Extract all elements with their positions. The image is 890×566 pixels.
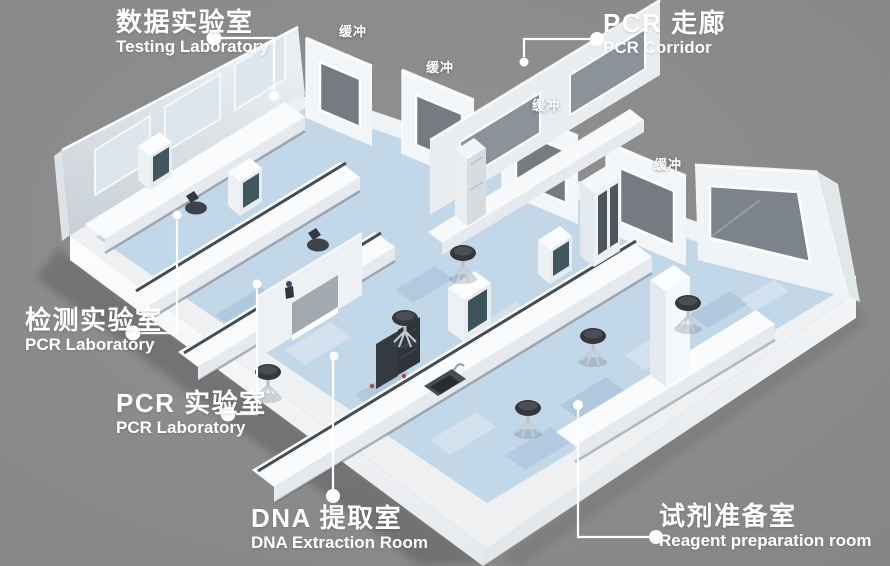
label-pcr-corridor-en: PCR Corridor [603, 38, 712, 58]
buffer-label-1: 缓冲 [339, 24, 368, 39]
label-testing-laboratory: 数据实验室 Testing Laboratory [116, 8, 269, 56]
label-pcr-corridor-zh: PCR 走廊 [603, 8, 727, 38]
label-pcr-laboratory: PCR 实验室 PCR Laboratory [116, 389, 267, 437]
label-dna-extraction-room-zh: DNA 提取室 [251, 503, 403, 533]
buffer-label-3: 缓冲 [532, 98, 561, 113]
pcr-machine-3 [538, 226, 572, 284]
label-pcr-laboratory-en: PCR Laboratory [116, 418, 246, 438]
label-pcr-laboratory-zh: PCR 实验室 [116, 388, 267, 418]
pcr-machine-1 [138, 132, 172, 190]
bench-row-back [85, 102, 306, 255]
office-chair-1 [185, 191, 207, 215]
pass-through-wall [257, 232, 363, 358]
label-testing-laboratory-zh: 数据实验室 [116, 7, 254, 37]
label-reagent-preparation-room-zh: 试剂准备室 [659, 501, 797, 531]
connector-dna-extraction [326, 351, 340, 503]
glass-door-cabinet [580, 166, 620, 267]
connector-reagent-preparation [573, 400, 663, 544]
callout-connectors [125, 30, 663, 544]
label-inspection-laboratory-zh: 检测实验室 [25, 305, 163, 335]
label-pcr-corridor: PCR 走廊 PCR Corridor [603, 9, 726, 57]
label-reagent-preparation-room: 试剂准备室 Reagent preparation room [659, 502, 872, 550]
label-reagent-preparation-room-en: Reagent preparation room [659, 531, 872, 551]
bench-row-2 [130, 161, 361, 321]
buffer-wall-1 [305, 36, 373, 146]
northwest-wall [54, 25, 305, 241]
buffer-label-2: 缓冲 [426, 60, 455, 75]
tall-cabinet-gray [455, 138, 486, 226]
office-chair-2 [307, 228, 329, 252]
label-testing-laboratory-en: Testing Laboratory [116, 37, 269, 57]
buffer-label-4: 缓冲 [654, 157, 683, 172]
connector-inspection-laboratory [125, 210, 182, 341]
east-wall [694, 163, 860, 302]
buffer-walls [305, 36, 860, 302]
corridor-divider-wall [429, 0, 661, 215]
connector-pcr-corridor [519, 32, 604, 67]
connector-pcr-laboratory [220, 279, 262, 422]
label-dna-extraction-room: DNA 提取室 DNA Extraction Room [251, 504, 428, 552]
lab-sink [424, 363, 466, 396]
pcr-machine-2 [228, 158, 262, 216]
person-figure [285, 281, 294, 299]
label-inspection-laboratory: 检测实验室 PCR Laboratory [25, 306, 163, 354]
dna-extraction-machine [448, 271, 491, 342]
label-dna-extraction-room-en: DNA Extraction Room [251, 533, 428, 553]
connector-testing-laboratory [206, 30, 279, 101]
label-inspection-laboratory-en: PCR Laboratory [25, 335, 155, 355]
